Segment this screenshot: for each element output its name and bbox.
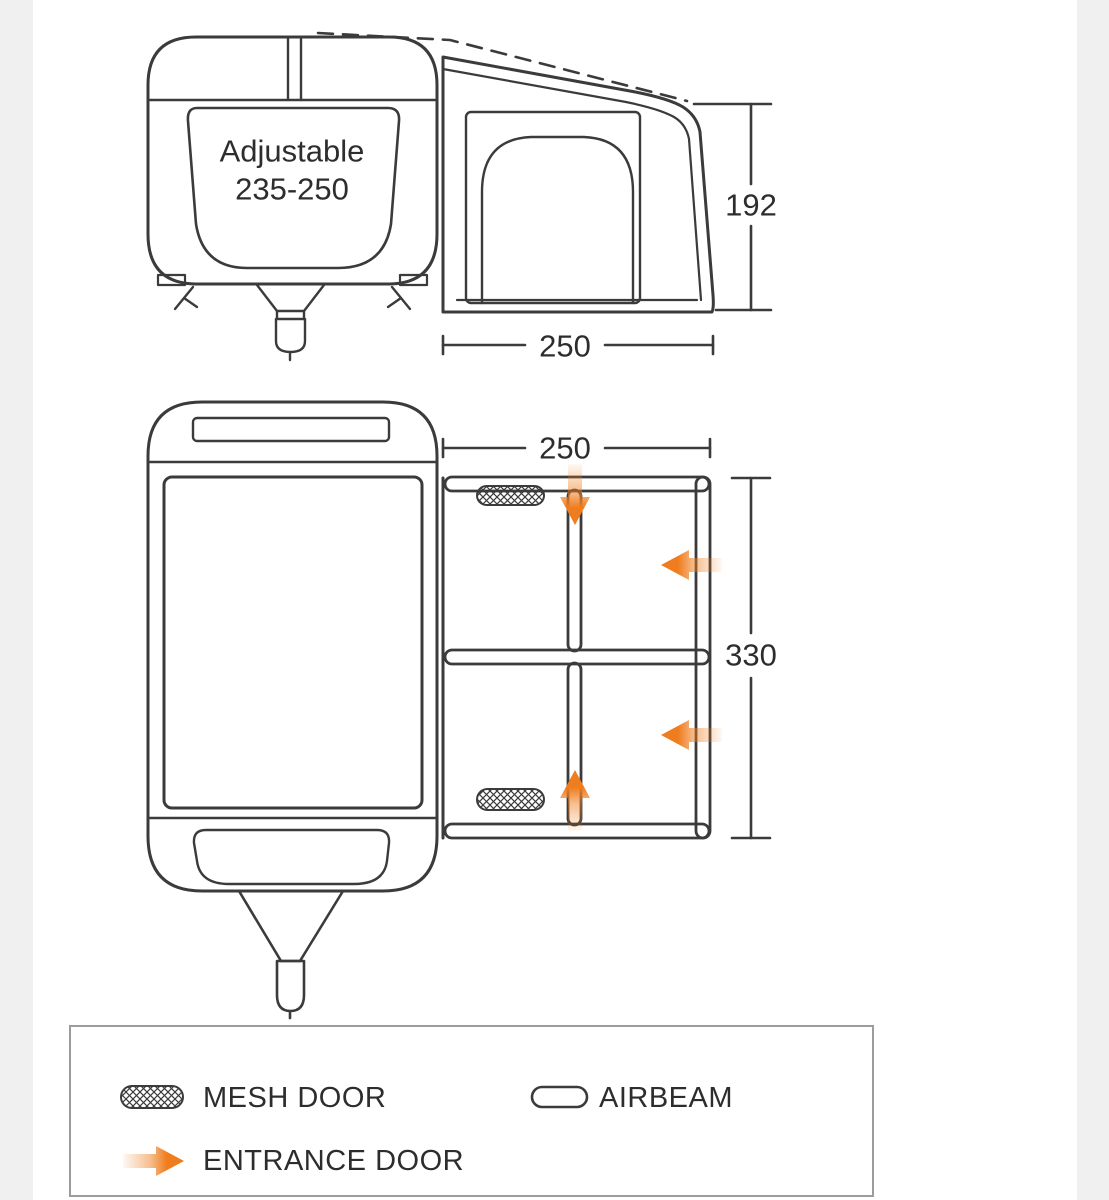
entrance-arrows (560, 464, 722, 831)
door-arch (480, 135, 635, 305)
entrance-arrow-bottom-icon (560, 770, 590, 831)
airbeam-right (694, 475, 712, 840)
caravan-roof-dashed-line (316, 31, 689, 103)
mesh-door-legend-icon (120, 1085, 184, 1109)
caravan-front-window (186, 106, 401, 270)
bumper-right (398, 273, 429, 287)
door-frame (464, 110, 642, 305)
dim-height-value: 192 (725, 188, 777, 223)
caravan-plan-roof-panel (162, 475, 424, 810)
entrance-arrow-top-icon (560, 464, 590, 525)
entrance-door-legend-icon (123, 1146, 184, 1176)
caravan-label-line2: 235-250 (235, 172, 349, 207)
dim-depth-250 (441, 334, 715, 356)
bumper-left (156, 273, 187, 287)
legend: MESH DOOR AIRBEAM ENTRANCE DOOR (69, 1025, 874, 1197)
dim-depth-value: 250 (539, 329, 591, 364)
caravan-plan-body (146, 400, 439, 893)
entrance-arrow-right-upper-icon (661, 550, 722, 580)
caravan-front-body (146, 35, 439, 286)
dim-width-value: 250 (539, 431, 591, 466)
dim-length-value: 330 (725, 638, 777, 673)
entrance-door-legend-label: ENTRANCE DOOR (203, 1145, 464, 1177)
airbeam-legend-label: AIRBEAM (599, 1082, 733, 1114)
caravan-plan-front-window (192, 828, 391, 886)
caravan-height-label: Adjustable 235-250 (220, 134, 365, 207)
airbeam-legend-icon (530, 1085, 589, 1109)
mesh-door-bottom-icon (476, 788, 545, 811)
corner-steady-left (173, 285, 199, 311)
edge-strip-left (0, 0, 33, 1200)
jockey-wheel (274, 309, 307, 362)
entrance-arrow-right-lower-icon (661, 720, 722, 750)
mesh-door-top-icon (476, 485, 545, 506)
awning-side-inner-line (441, 67, 703, 302)
dim-height-192 (692, 102, 773, 312)
hitch-plan (275, 959, 306, 1020)
edge-strip-right (1077, 0, 1109, 1200)
caravan-front-view (146, 35, 439, 362)
corner-steady-right (386, 285, 412, 311)
legend-box (69, 1025, 874, 1197)
awning-side-outline (441, 55, 715, 314)
mesh-door-legend-label: MESH DOOR (203, 1082, 386, 1114)
dim-length-330 (730, 476, 772, 840)
caravan-plan-view (146, 400, 439, 1020)
dim-width-250-plan (441, 437, 712, 459)
awning-side-view (316, 31, 715, 314)
caravan-plan-top-window (191, 416, 391, 443)
hitch-a-frame (255, 283, 326, 313)
caravan-label-line1: Adjustable (220, 134, 365, 169)
